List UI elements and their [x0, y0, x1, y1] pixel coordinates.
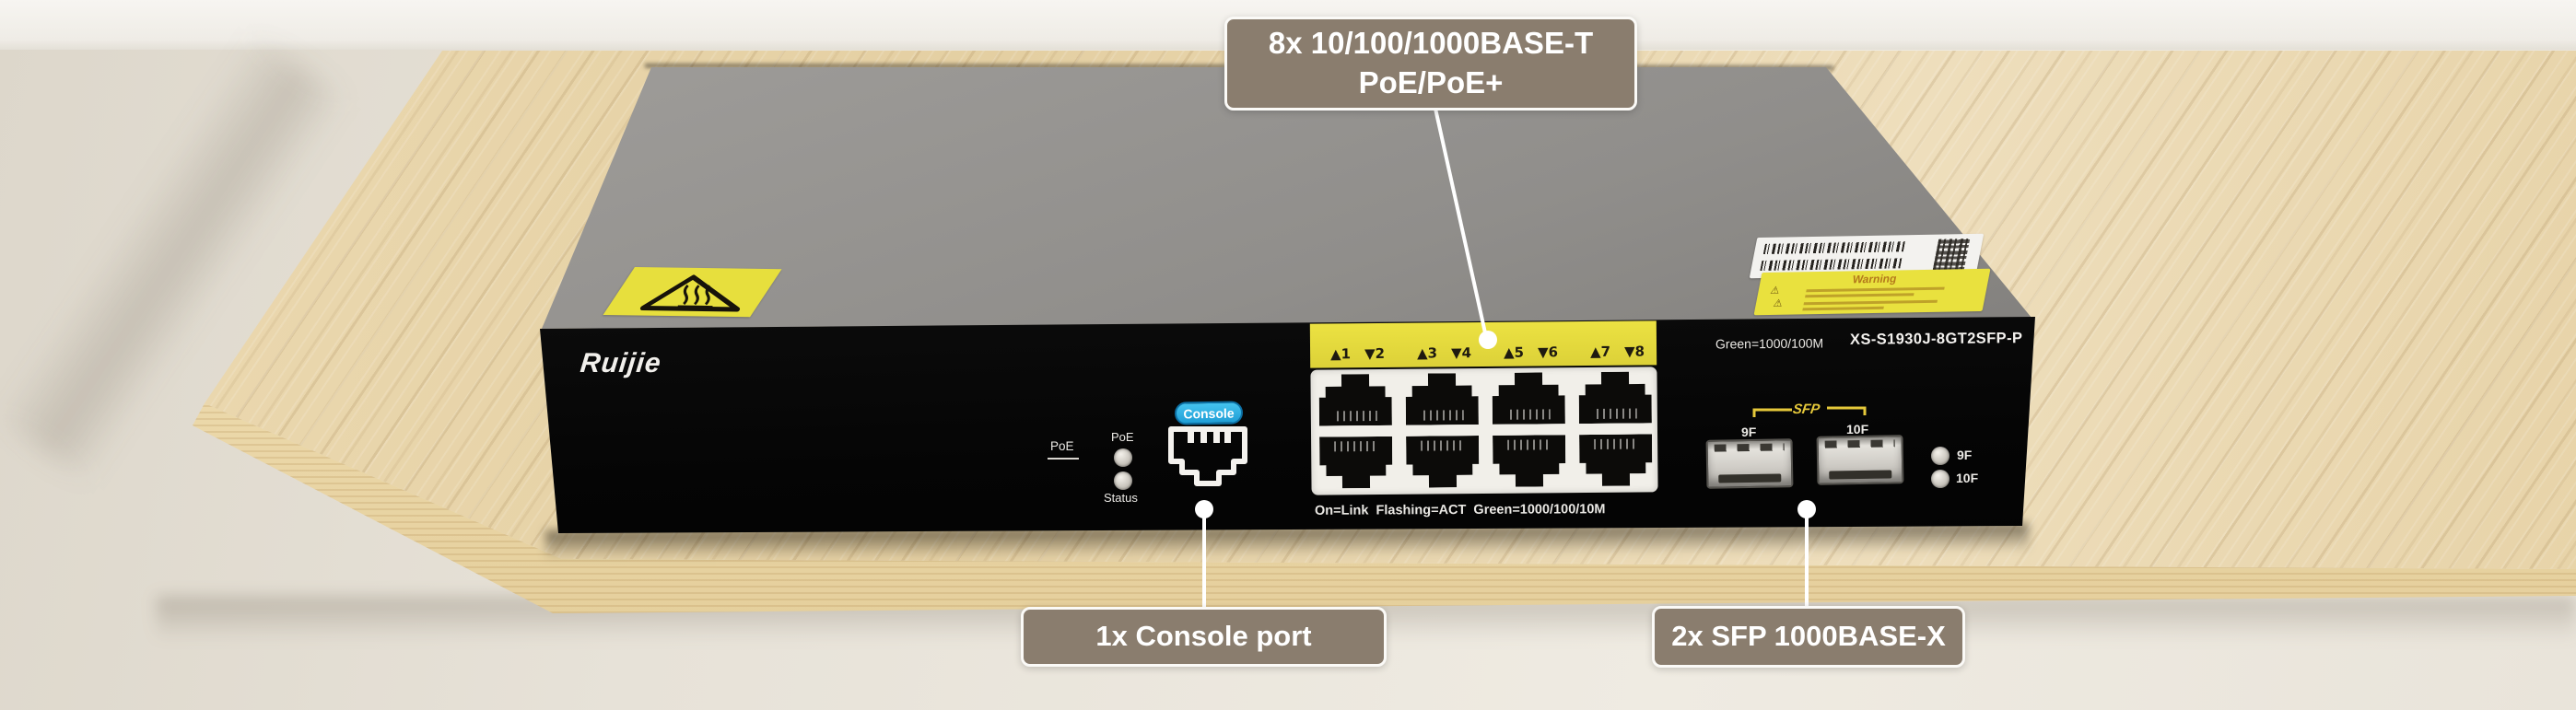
brand-logo: Ruijie: [579, 348, 663, 378]
callout-sfp: 2x SFP 1000BASE-X: [1652, 606, 1965, 668]
port-indicator-3: ▲3: [1417, 344, 1438, 362]
port-indicator-5: ▲5: [1503, 343, 1525, 361]
console-badge-label: Console: [1183, 405, 1235, 421]
status-led: [1114, 471, 1132, 490]
console-port-icon: [1168, 426, 1247, 486]
model-number: XS-S1930J-8GT2SFP-P: [1849, 330, 2023, 348]
port-indicator-2: ▼2: [1364, 344, 1386, 363]
link-legend: On=Link Flashing=ACT Green=1000/100/10M: [1314, 502, 1606, 518]
callout-console-label: 1x Console port: [1095, 620, 1312, 653]
sfp-bracket-icon: [1752, 406, 1867, 417]
port-indicator-strip: ▲1 ▼2 ▲3 ▼4 ▲5 ▼6 ▲7 ▼8: [1309, 320, 1657, 368]
port-indicator-4: ▼4: [1451, 344, 1472, 362]
warning-text-line: [1806, 286, 1945, 293]
qr-code: [1932, 239, 1971, 271]
rj45-port-1: [1318, 374, 1391, 426]
rj45-port-5: [1492, 372, 1564, 425]
callout-ports-line2: PoE/PoE+: [1358, 65, 1504, 99]
rj45-port-8: [1579, 434, 1652, 486]
sfp-led-9f: [1931, 447, 1950, 465]
warning-triangle-icon: ⚠: [1769, 285, 1781, 297]
status-led-label: Status: [1104, 491, 1138, 505]
hot-surface-icon: [639, 274, 741, 312]
callout-console: 1x Console port: [1021, 607, 1387, 667]
warning-text-line: [1802, 306, 1884, 311]
hot-surface-warning-label: [603, 267, 782, 318]
sfp-led-label-10f: 10F: [1956, 471, 1979, 485]
warning-text-line: [1805, 293, 1914, 298]
port-indicator-1: ▲1: [1330, 345, 1352, 363]
rj45-port-2: [1319, 436, 1392, 489]
poe-led-label: PoE: [1111, 430, 1134, 444]
port-indicator-6: ▼6: [1537, 343, 1559, 361]
callout-ports: 8x 10/100/1000BASE-T PoE/PoE+: [1224, 17, 1637, 111]
poe-led: [1114, 448, 1132, 467]
callout-ports-line1: 8x 10/100/1000BASE-T: [1268, 26, 1594, 61]
rj45-port-block: [1310, 367, 1658, 495]
sfp-port-label-9f: 9F: [1741, 425, 1757, 439]
sfp-cage-9f: [1705, 438, 1794, 489]
sfp-led-10f: [1931, 470, 1950, 488]
sfp-port-label-10f: 10F: [1846, 422, 1869, 436]
poe-section-underline: [1048, 458, 1079, 460]
speed-legend: Green=1000/100M: [1715, 335, 1824, 352]
rj45-port-6: [1493, 435, 1565, 487]
port-indicator-8: ▼8: [1623, 343, 1645, 360]
sfp-cage-10f: [1816, 435, 1904, 485]
warning-text-line: [1803, 299, 1938, 306]
rj45-port-3: [1405, 373, 1478, 425]
port-indicator-7: ▲7: [1589, 343, 1611, 360]
warning-label: Warning ⚠ ⚠: [1753, 268, 1991, 316]
warning-label-title: Warning: [1851, 272, 1898, 286]
warning-triangle-icon: ⚠: [1772, 297, 1784, 309]
poe-section-label: PoE: [1050, 439, 1074, 453]
rj45-port-7: [1578, 371, 1651, 424]
console-port: [1163, 422, 1252, 499]
callout-sfp-label: 2x SFP 1000BASE-X: [1671, 620, 1946, 653]
rj45-port-4: [1406, 436, 1479, 488]
barcode-row: [1760, 258, 1903, 272]
sfp-group-label: SFP: [1791, 402, 1821, 417]
sfp-led-label-9f: 9F: [1957, 448, 1973, 462]
barcode-row: [1762, 241, 1905, 254]
